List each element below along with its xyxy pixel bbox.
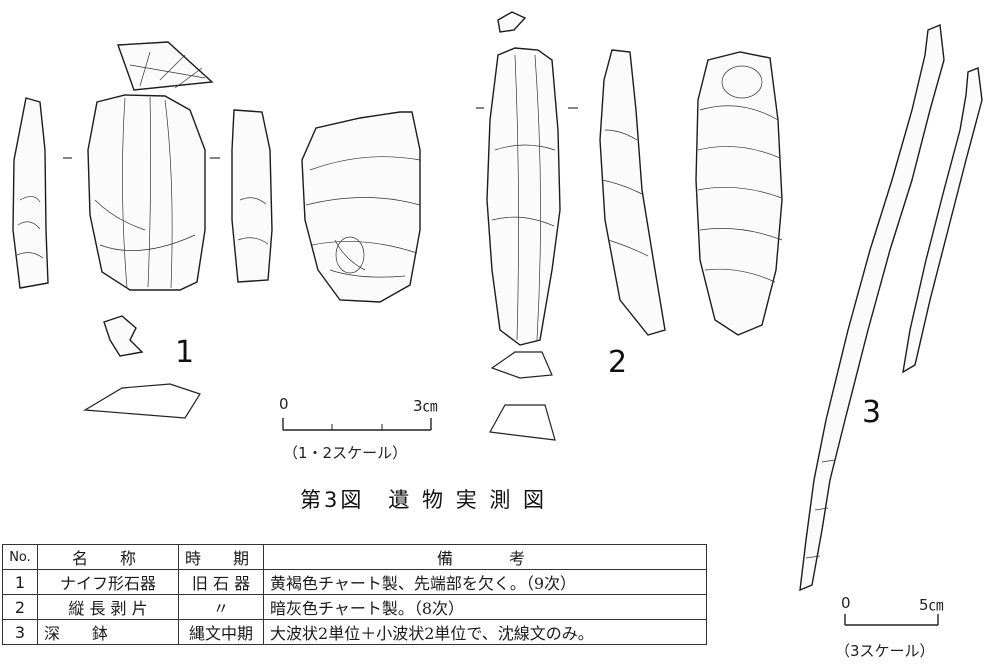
scale-small-zero: 0: [279, 395, 289, 413]
scale-large-note: （3スケール）: [835, 642, 935, 660]
artifact-1-back-view: [301, 111, 421, 303]
artifact-3-profile-left: [799, 23, 945, 592]
figure-caption: 第3図 遺 物 実 測 図: [300, 488, 548, 512]
artifact-2-top-fragment: [497, 11, 527, 33]
header-period: 時 期: [177, 544, 265, 570]
artifact-3-profile-right: [902, 67, 983, 374]
artifact-label-3: 3: [862, 395, 882, 430]
row-period: 〃: [177, 594, 265, 620]
table-row: 1 ナイフ形石器 旧 石 器 黄褐色チャート製、先端部を欠く。（9次）: [2, 569, 708, 595]
artifact-1-top-view: [117, 41, 214, 91]
row-period: 縄文中期: [177, 619, 265, 645]
row-name: 縦 長 剥 片: [37, 594, 179, 620]
scale-bar-1-2: [282, 418, 432, 431]
table-row: 2 縦 長 剥 片 〃 暗灰色チャート製。（8次）: [2, 594, 708, 620]
table-header-row: No. 名 称 時 期 備 考: [2, 544, 708, 570]
artifact-label-2: 2: [608, 345, 628, 380]
artifact-1-front-view: [87, 94, 206, 291]
artifact-1-cross-section: [83, 383, 201, 419]
artifact-2-front-view: [486, 47, 561, 346]
artifact-table: No. 名 称 時 期 備 考 1 ナイフ形石器 旧 石 器 黄褐色チャート製、…: [2, 544, 708, 645]
artifact-label-1: 1: [175, 335, 195, 370]
row-no: 3: [2, 619, 38, 645]
scale-small-max: 3㎝: [413, 397, 438, 415]
artifact-1-right-side: [231, 109, 273, 283]
artifact-2-cross-section-a: [490, 351, 553, 379]
row-name: 深 鉢: [37, 619, 179, 645]
scale-small-note: （1・2スケール）: [283, 444, 408, 462]
row-period: 旧 石 器: [177, 569, 265, 595]
row-no: 1: [2, 569, 38, 595]
header-no: No.: [2, 544, 38, 570]
table-row: 3 深 鉢 縄文中期 大波状2単位＋小波状2単位で、沈線文のみ。: [2, 619, 708, 645]
row-remarks: 暗灰色チャート製。（8次）: [263, 594, 708, 620]
scale-large-zero: 0: [841, 594, 851, 612]
header-remarks: 備 考: [263, 544, 708, 570]
artifact-1-small-fragment: [103, 315, 144, 357]
scale-bar-3: [844, 614, 939, 626]
row-name: ナイフ形石器: [37, 569, 179, 595]
artifact-2-side-view: [599, 49, 666, 336]
row-remarks: 大波状2単位＋小波状2単位で、沈線文のみ。: [263, 619, 708, 645]
header-name: 名 称: [37, 544, 179, 570]
artifact-2-cross-section-b: [489, 404, 556, 441]
artifact-1-left-side: [12, 97, 49, 289]
row-remarks: 黄褐色チャート製、先端部を欠く。（9次）: [263, 569, 708, 595]
row-no: 2: [2, 594, 38, 620]
scale-large-max: 5㎝: [919, 596, 944, 614]
artifact-2-back-view: [695, 51, 783, 336]
